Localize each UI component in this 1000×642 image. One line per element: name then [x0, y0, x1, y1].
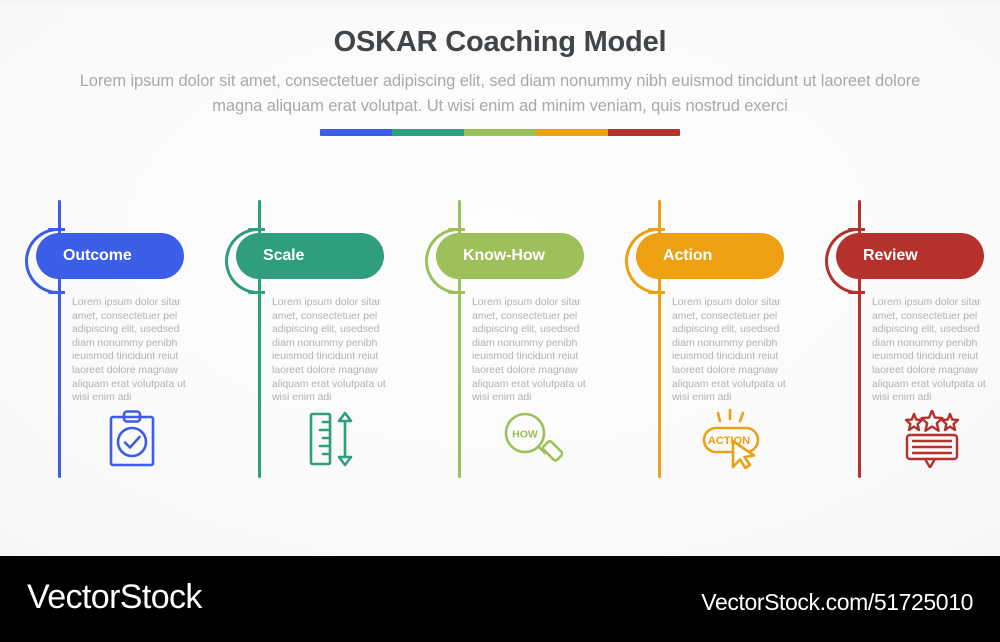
page-title: OSKAR Coaching Model	[333, 26, 667, 58]
divider-segment-2	[464, 129, 536, 136]
stage-bracket-cap-bottom	[648, 291, 662, 294]
stage-pill-action[interactable]: Action	[636, 233, 784, 279]
stage-bracket-cap-bottom	[248, 291, 262, 294]
stage-pill-review[interactable]: Review	[836, 233, 984, 279]
stage-bracket-cap-top	[848, 228, 862, 231]
stage-bracket-cap-bottom	[448, 291, 462, 294]
stage-description: Lorem ipsum dolor sitar amet, consectetu…	[472, 296, 586, 404]
stage-description: Lorem ipsum dolor sitar amet, consectetu…	[872, 296, 986, 404]
stage-bracket-cap-top	[48, 228, 62, 231]
footer-bar	[0, 556, 1000, 642]
stage-label: Outcome	[63, 247, 132, 264]
stage-label: Review	[863, 247, 918, 264]
stage-pill-outcome[interactable]: Outcome	[36, 233, 184, 279]
clipboard-check-icon	[72, 408, 192, 470]
stage-spine-line	[858, 200, 861, 478]
divider-segment-0	[320, 129, 392, 136]
stage-spine-line	[258, 200, 261, 478]
infographic-canvas: OSKAR Coaching Model Lorem ipsum dolor s…	[0, 0, 1000, 556]
magnifier-how-icon: HOW	[472, 408, 592, 470]
stage-bracket-cap-bottom	[848, 291, 862, 294]
divider-segment-3	[536, 129, 608, 136]
svg-text:HOW: HOW	[512, 429, 538, 441]
action-button-click-icon: ACTION	[672, 408, 792, 470]
stage-spine-line	[458, 200, 461, 478]
stage-description: Lorem ipsum dolor sitar amet, consectetu…	[672, 296, 786, 404]
stage-spine-line	[658, 200, 661, 478]
stage-bracket-cap-top	[448, 228, 462, 231]
stage-label: Know-How	[463, 247, 545, 264]
stock-url: VectorStock.com/51725010	[701, 589, 973, 615]
stage-spine-line	[58, 200, 61, 478]
ruler-arrow-icon	[272, 408, 392, 470]
brand-wordmark: VectorStock	[27, 578, 202, 616]
divider-segment-1	[392, 129, 464, 136]
stage-description: Lorem ipsum dolor sitar amet, consectetu…	[272, 296, 386, 404]
stage-pill-know-how[interactable]: Know-How	[436, 233, 584, 279]
page-subtitle: Lorem ipsum dolor sit amet, consectetuer…	[79, 72, 921, 115]
stars-speech-bubble-icon	[872, 408, 992, 470]
stage-bracket-cap-top	[248, 228, 262, 231]
stage-description: Lorem ipsum dolor sitar amet, consectetu…	[72, 296, 186, 404]
svg-text:ACTION: ACTION	[708, 435, 750, 447]
stage-bracket-cap-bottom	[48, 291, 62, 294]
divider-segment-4	[608, 129, 680, 136]
stage-bracket-cap-top	[648, 228, 662, 231]
stage-label: Action	[663, 247, 713, 264]
color-divider-bar	[320, 129, 680, 136]
stage-pill-scale[interactable]: Scale	[236, 233, 384, 279]
stage-label: Scale	[263, 247, 305, 264]
